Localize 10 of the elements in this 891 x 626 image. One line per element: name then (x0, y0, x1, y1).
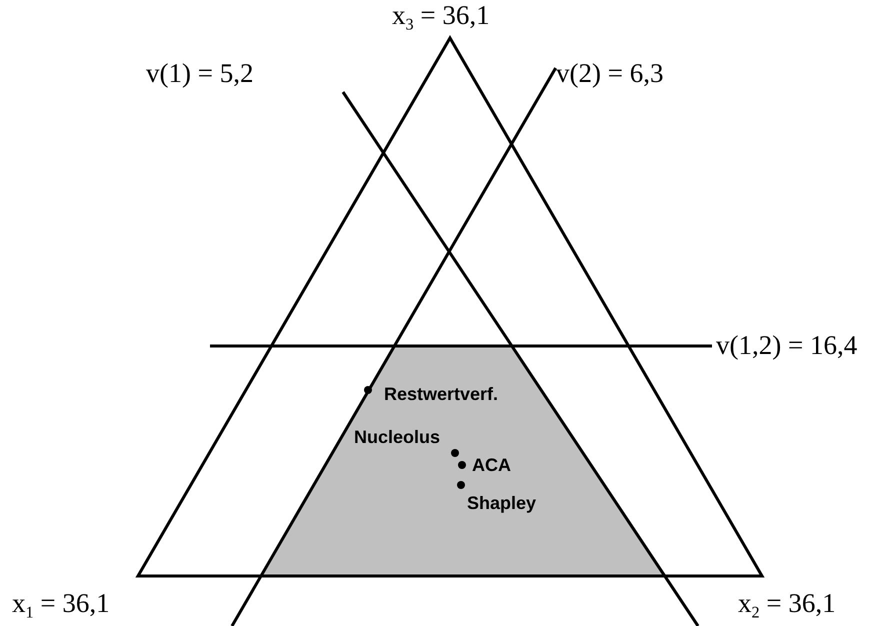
point-label: ACA (472, 456, 511, 474)
point-label: Shapley (467, 494, 536, 512)
vertex-label: x$_{1}$ = 36,1 (12, 590, 110, 621)
constraint-label: v(1) = 5,2 (146, 60, 254, 87)
constraint-label: v(2) = 6,3 (556, 60, 664, 87)
constraint-label: v(1,2) = 16,4 (716, 332, 858, 359)
point-label: Nucleolus (354, 428, 440, 446)
vertex-label: x$_{3}$ = 36,1 (392, 2, 490, 33)
point-label: Restwertverf. (384, 385, 498, 403)
vertex-label: x$_{2}$ = 36,1 (738, 590, 836, 621)
